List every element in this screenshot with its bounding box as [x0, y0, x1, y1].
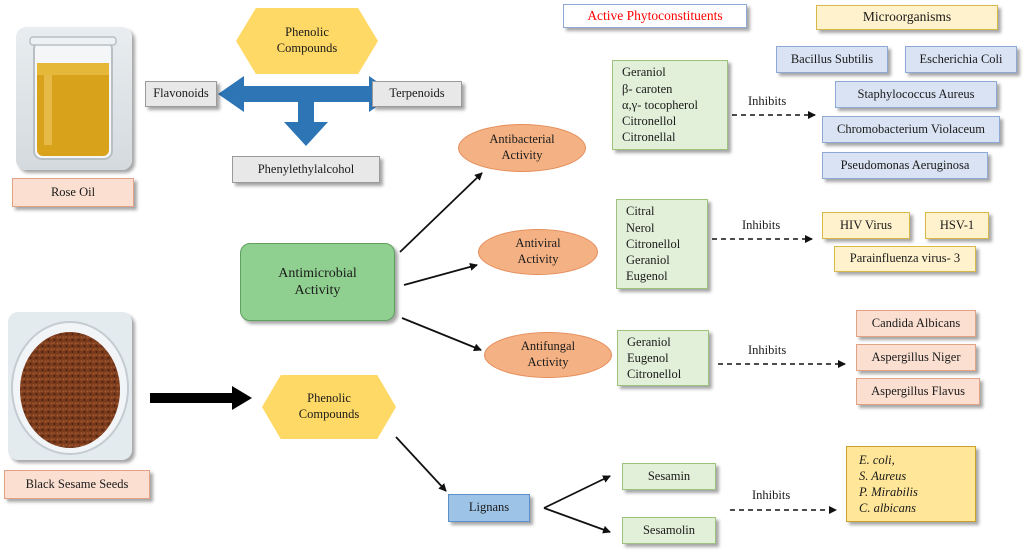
- inhibits-label-lignans: Inhibits: [752, 488, 791, 502]
- blue-split-arrow: [218, 76, 395, 146]
- antiviral-compounds-box: Citral Nerol Citronellol Geraniol Eugeno…: [616, 199, 708, 289]
- compound-item: Citronellol: [622, 114, 677, 129]
- phenylethylalcohol-box: Phenylethylalcohol: [232, 156, 380, 183]
- sesame-big-arrow: [150, 386, 252, 410]
- organism-item: E. coli,: [859, 452, 895, 467]
- rose-oil-photo: [16, 27, 132, 170]
- antiviral-ellipse: Antiviral Activity: [478, 229, 598, 275]
- rose-phenolic-hexagon: Phenolic Compounds: [236, 8, 378, 74]
- antibacterial-line2: Activity: [501, 148, 543, 162]
- antifungal-compounds-box: Geraniol Eugenol Citronellol: [617, 330, 709, 386]
- active-phytoconstituents-header: Active Phytoconstituents: [563, 4, 747, 28]
- antifungal-ellipse: Antifungal Activity: [484, 332, 612, 378]
- organism-aspergillus-niger: Aspergillus Niger: [856, 344, 976, 371]
- organism-item: P. Mirabilis: [859, 485, 918, 499]
- antiviral-line2: Activity: [517, 252, 559, 266]
- rose-phenolic-line2: Compounds: [276, 41, 338, 55]
- black-sesame-label: Black Sesame Seeds: [4, 470, 150, 499]
- sesamin-box: Sesamin: [622, 463, 716, 490]
- antimicrobial-activity-box: Antimicrobial Activity: [240, 243, 395, 321]
- arrow-to-antifungal: [401, 317, 482, 352]
- compound-item: Eugenol: [626, 269, 668, 284]
- seed-dish-icon: [11, 321, 129, 455]
- rose-phenolic-line1: Phenolic: [285, 25, 329, 40]
- inhibits-label-antifungal: Inhibits: [748, 343, 787, 357]
- compound-item: Geraniol: [622, 65, 666, 80]
- inhibits-label-antibacterial: Inhibits: [748, 94, 787, 108]
- compound-item: Geraniol: [627, 334, 671, 349]
- arrow-to-antibacterial: [399, 172, 483, 253]
- compound-item: Citronellol: [626, 236, 681, 251]
- arrow-to-antiviral: [403, 262, 478, 286]
- compound-item: Geraniol: [626, 253, 670, 268]
- sesame-organisms-box: E. coli, S. Aureus P. Mirabilis C. albic…: [846, 446, 976, 522]
- organism-chromobacterium-violaceum: Chromobacterium Violaceum: [822, 116, 1000, 143]
- arrow-to-sesamin: [543, 475, 611, 509]
- organism-hsv-1: HSV-1: [925, 212, 989, 239]
- organism-staphylococcus-aureus: Staphylococcus Aureus: [835, 81, 997, 108]
- antifungal-line2: Activity: [527, 355, 569, 369]
- compound-item: Citral: [626, 204, 655, 219]
- terpenoids-box: Terpenoids: [372, 81, 462, 107]
- inhibits-label-antiviral: Inhibits: [742, 218, 781, 232]
- arrow-to-sesamolin: [543, 507, 611, 534]
- organism-item: S. Aureus: [859, 468, 907, 483]
- compound-item: α,γ- tocopherol: [622, 97, 698, 112]
- sesamolin-box: Sesamolin: [622, 517, 716, 544]
- antimicrobial-line1: Antimicrobial: [278, 265, 357, 281]
- arrow-to-lignans: [395, 436, 447, 492]
- compound-item: Eugenol: [627, 350, 669, 365]
- black-sesame-photo: [8, 312, 132, 460]
- antifungal-line1: Antifungal: [520, 339, 576, 354]
- compound-item: Citronellal: [622, 130, 676, 145]
- sesame-phenolic-hexagon: Phenolic Compounds: [262, 375, 396, 439]
- antiviral-line1: Antiviral: [515, 236, 561, 251]
- organism-bacillus-subtilis: Bacillus Subtilis: [776, 46, 888, 73]
- sesame-phenolic-line1: Phenolic: [307, 391, 351, 406]
- organism-hiv-virus: HIV Virus: [822, 212, 910, 239]
- antibacterial-line1: Antibacterial: [489, 132, 555, 147]
- antimicrobial-line2: Activity: [294, 283, 341, 298]
- organism-aspergillus-flavus: Aspergillus Flavus: [856, 378, 980, 405]
- compound-item: β- caroten: [622, 81, 673, 96]
- flavonoids-box: Flavonoids: [145, 81, 217, 107]
- organism-candida-albicans: Candida Albicans: [856, 310, 976, 337]
- antibacterial-compounds-box: Geraniol β- caroten α,γ- tocopherol Citr…: [612, 60, 728, 150]
- compound-item: Citronellol: [627, 367, 682, 382]
- beaker-icon: [29, 36, 117, 160]
- lignans-box: Lignans: [448, 494, 530, 522]
- compound-item: Nerol: [626, 220, 655, 235]
- sesame-phenolic-line2: Compounds: [298, 407, 360, 421]
- organism-pseudomonas-aeruginosa: Pseudomonas Aeruginosa: [822, 152, 988, 179]
- organism-item: C. albicans: [859, 501, 916, 516]
- antibacterial-ellipse: Antibacterial Activity: [458, 124, 586, 172]
- organism-parainfluenza-virus-3: Parainfluenza virus- 3: [834, 246, 976, 272]
- organism-escherichia-coli: Escherichia Coli: [905, 46, 1017, 73]
- rose-oil-label: Rose Oil: [12, 178, 134, 207]
- microorganisms-header: Microorganisms: [816, 5, 998, 30]
